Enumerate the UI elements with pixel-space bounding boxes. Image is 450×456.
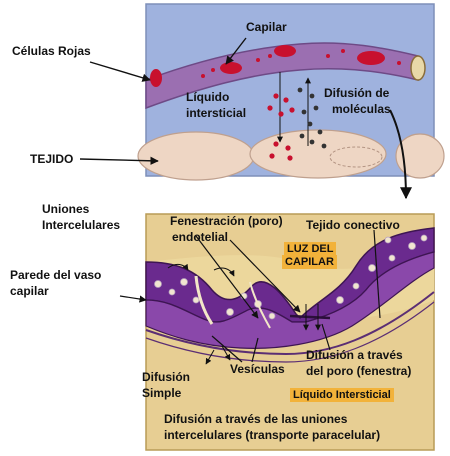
zoom-arrow	[389, 109, 412, 200]
red-blood-cell	[274, 45, 296, 57]
label-fenestracion-2: endotelial	[172, 230, 229, 244]
badge-luz-1: LUZ DEL	[284, 242, 337, 256]
label-uniones-2: Intercelulares	[42, 218, 121, 232]
intercellular-junction	[194, 275, 214, 325]
tissue-cell	[249, 129, 387, 179]
label-tejido: TEJIDO	[30, 152, 74, 166]
label-uniones-1: Uniones	[42, 202, 90, 216]
label-fenestracion-1: Fenestración (poro)	[170, 214, 283, 228]
fenestra	[289, 314, 331, 320]
label-difusion-uniones-2: intercelulares (transporte paracelular)	[164, 428, 381, 442]
badge-liquido-intersticial: Líquido Intersticial	[290, 388, 394, 402]
top-pointers	[79, 37, 247, 166]
label-pared-2: capilar	[10, 284, 49, 298]
endothelial-wall-lower	[145, 251, 435, 349]
molecules	[267, 87, 327, 161]
red-blood-cells	[150, 45, 401, 87]
label-celulas-rojas: Células Rojas	[12, 44, 91, 58]
red-blood-cell	[357, 51, 385, 65]
tissue-cells	[137, 129, 445, 181]
red-blood-cell	[150, 69, 162, 87]
label-difusion-simple-2: Simple	[142, 386, 182, 400]
label-tejido-conectivo: Tejido conectivo	[306, 218, 400, 232]
capillary-opening	[410, 55, 426, 81]
transport-arrows	[167, 263, 321, 365]
label-difusion-poro-2: del poro (fenestra)	[306, 364, 412, 378]
intercellular-junction-2	[249, 281, 271, 329]
badge-luz-2: CAPILAR	[282, 255, 337, 269]
label-liquido-1: Líquido	[186, 90, 230, 104]
label-difusion-poro-1: Difusión a través	[306, 348, 403, 362]
label-difusion-moleculas-1: Difusión de	[324, 86, 390, 100]
label-pointers	[119, 229, 381, 363]
bottom-panel	[119, 213, 435, 451]
top-panel	[137, 3, 445, 181]
label-vesiculas: Vesículas	[230, 362, 285, 376]
label-capilar: Capilar	[246, 20, 287, 34]
label-difusion-uniones-1: Difusión a través de las uniones	[164, 412, 348, 426]
vesicles	[154, 234, 428, 320]
label-difusion-simple-1: Difusión	[142, 370, 190, 384]
tissue-cell	[395, 133, 445, 179]
red-blood-cell	[220, 62, 242, 74]
cell-nucleus	[329, 146, 383, 168]
basement-membrane	[145, 291, 435, 356]
basement-membrane-outer	[145, 301, 435, 363]
label-difusion-moleculas-2: moléculas	[332, 102, 391, 116]
tissue-cell	[137, 131, 255, 181]
label-pared-1: Parede del vaso	[10, 268, 102, 282]
label-liquido-2: intersticial	[186, 106, 247, 120]
